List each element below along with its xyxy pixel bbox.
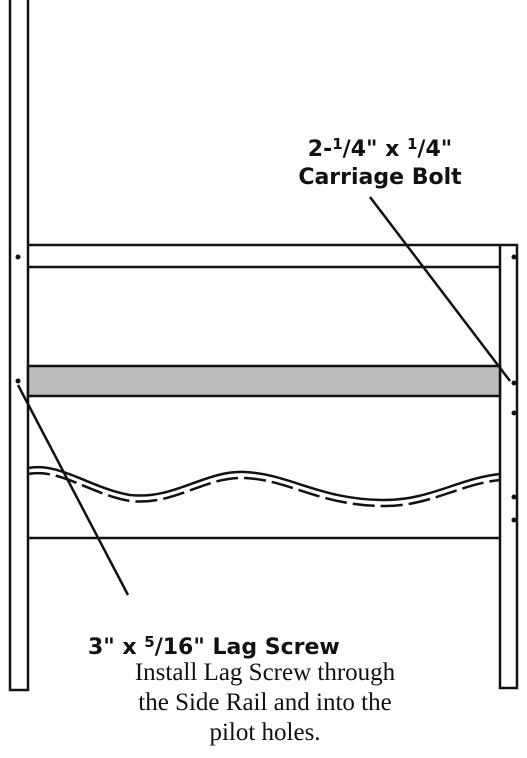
pilot-hole-right-low2 <box>511 517 517 523</box>
gray-cross-rail <box>26 364 502 398</box>
leader-line-lag-screw <box>16 384 130 596</box>
pilot-hole-right-low1 <box>511 494 517 500</box>
sinuous-spring <box>27 465 501 508</box>
carriage-bolt-size: 2-1/4" x 1/4" <box>307 135 453 162</box>
pilot-hole-right-rail <box>511 380 517 386</box>
instructions-text: Install Lag Screw through the Side Rail … <box>60 658 470 748</box>
instructions-line-1: Install Lag Screw through <box>134 659 396 686</box>
carriage-bolt-callout: 2-1/4" x 1/4" Carriage Bolt <box>290 130 470 192</box>
pilot-hole-right-top <box>511 254 517 260</box>
carriage-bolt-name: Carriage Bolt <box>298 165 462 190</box>
lag-screw-callout: 3" x 5/16" Lag Screw <box>88 633 340 660</box>
pilot-hole-left-rail <box>15 378 21 384</box>
right-side-rail <box>498 243 519 690</box>
left-side-rail <box>8 0 30 692</box>
leader-line-carriage-bolt <box>369 196 511 382</box>
pilot-hole-right-mid <box>511 410 517 416</box>
pilot-hole-left-top <box>15 254 21 260</box>
instructions-line-2: the Side Rail and into the <box>138 689 392 716</box>
instructions-line-3: pilot holes. <box>209 719 321 746</box>
